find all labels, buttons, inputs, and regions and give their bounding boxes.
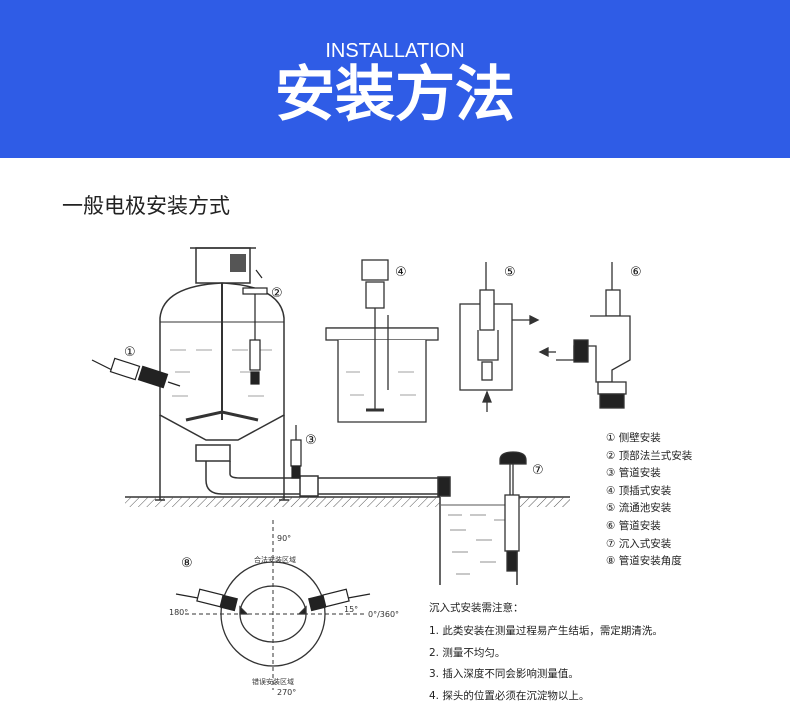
legend-item: ② 顶部法兰式安装 (606, 449, 693, 462)
angle-90: 90° (277, 534, 291, 543)
setup-pipe-fitting (538, 262, 631, 409)
submerged-notes: 沉入式安装需注意： 1. 此类安装在测量过程易产生结垢，需定期清洗。 2. 测量… (429, 601, 663, 710)
banner-title-zh: 安装方法 (275, 60, 515, 130)
setup-flow-cell (459, 262, 540, 412)
tank (155, 247, 289, 501)
sensor-pipe (290, 425, 302, 479)
header-banner: INSTALLATION 安装方法 (0, 0, 790, 158)
note-item: 4. 探头的位置必须在沉淀物以上。 (429, 689, 590, 702)
legend-item: ③ 管道安装 (606, 467, 661, 480)
label-n1: ① (124, 345, 136, 360)
label-n4: ④ (395, 265, 407, 280)
angle-180: 180° (169, 608, 188, 617)
banner-title-en: INSTALLATION (325, 40, 465, 62)
section-title: 一般电极安装方式 (62, 194, 230, 218)
angle-15: 15° (344, 605, 358, 614)
pipe-angle-diagram (175, 520, 371, 690)
wrong-zone-label: 错误安装区域 (252, 677, 294, 686)
angle-0-360: 0°/360° (368, 610, 399, 619)
water-pool (441, 504, 516, 575)
pipe (195, 444, 451, 497)
legend-item: ④ 顶插式安装 (606, 484, 672, 497)
label-n2: ② (271, 286, 283, 301)
label-n5: ⑤ (504, 265, 516, 280)
legend-item: ⑤ 流通池安装 (606, 502, 672, 515)
label-n3: ③ (305, 433, 317, 448)
legend-item: ⑧ 管道安装角度 (606, 555, 682, 568)
setup-top-insertion (325, 259, 439, 423)
sensor-top-flange (242, 269, 268, 385)
note-item: 1. 此类安装在测量过程易产生结垢，需定期清洗。 (429, 625, 663, 637)
note-item: 3. 插入深度不同会影响测量值。 (429, 668, 579, 680)
legend-item: ⑦ 沉入式安装 (606, 537, 672, 550)
note-item: 2. 测量不均匀。 (429, 646, 506, 659)
setup-submerged (499, 451, 527, 572)
legend-item: ⑥ 管道安装 (606, 519, 661, 532)
legend-item: ① 侧壁安装 (606, 432, 661, 444)
sensor-side-wall (91, 357, 181, 389)
label-n8: ⑧ (181, 556, 193, 571)
label-n6: ⑥ (630, 265, 642, 280)
notes-title: 沉入式安装需注意： (429, 602, 524, 614)
legend: ① 侧壁安装 ② 顶部法兰式安装 ③ 管道安装 ④ 顶插式安装 ⑤ 流通池安装 … (606, 430, 692, 571)
legal-zone-label: 合法安装区域 (254, 555, 296, 564)
label-n7: ⑦ (532, 463, 544, 478)
ground (125, 496, 570, 585)
angle-270: 270° (277, 688, 296, 697)
